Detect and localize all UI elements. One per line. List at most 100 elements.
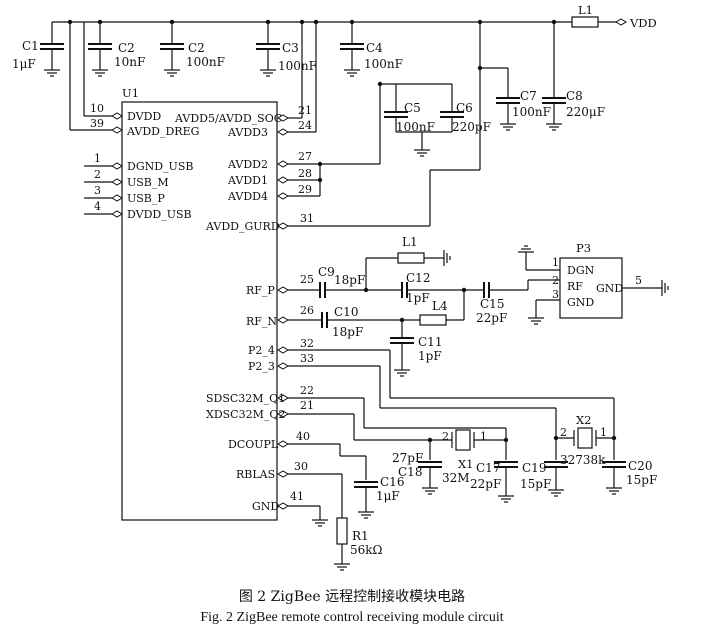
x1-pin-left: 2 — [442, 430, 449, 443]
c9-ref: C9 — [318, 265, 335, 279]
c2b-value: 100nF — [186, 55, 225, 69]
l1-rf-ref: L1 — [402, 235, 418, 249]
pin-name-avdd3: AVDD3 — [227, 126, 268, 139]
c1-ref: C1 — [22, 39, 39, 53]
pin-num-21b: 21 — [300, 399, 314, 412]
pin-name-xdsc32m-q2: XDSC32M_Q2 — [206, 408, 285, 421]
pin-num-21a: 21 — [298, 104, 312, 117]
x2-ref: X2 — [576, 413, 592, 427]
c16-value: 1μF — [376, 489, 400, 503]
figure-caption-cn: 图 2 ZigBee 远程控制接收模块电路 — [238, 589, 466, 605]
x1-ref: X1 — [458, 457, 474, 471]
x1-crystal — [277, 394, 519, 503]
pin-name-avdd-dreg: AVDD_DREG — [126, 125, 199, 138]
c7-ref: C7 — [520, 89, 537, 103]
c15-ref: C15 — [480, 297, 504, 311]
c12-value: 1pF — [406, 291, 430, 305]
pin-name-rf-p: RF_P — [246, 284, 275, 297]
pin-name-avdd2: AVDD2 — [227, 158, 268, 171]
pin-num-29: 29 — [298, 183, 312, 196]
c3-ref: C3 — [282, 41, 299, 55]
c10-ref: C10 — [334, 305, 358, 319]
r1-value: 56kΩ — [350, 543, 383, 557]
l4-ref: L4 — [432, 299, 448, 313]
p3-pin-2: 2 — [552, 274, 559, 287]
p3-pin-gnd-out: GND — [596, 282, 623, 295]
p2-lines — [277, 346, 614, 409]
p3-pin-5: 5 — [635, 274, 642, 287]
pin-name-p2-4: P2_4 — [248, 344, 275, 357]
c17-ref: C17 — [476, 461, 500, 475]
x2-value: 32738k — [560, 453, 606, 467]
pin-num-26: 26 — [300, 304, 314, 317]
circuit-schematic: L1 VDD — [12, 3, 669, 571]
pin-name-usb-m: USB_M — [127, 176, 169, 189]
c18-value: 27pF — [392, 451, 423, 465]
c4-value: 100nF — [364, 57, 403, 71]
pin-num-24: 24 — [298, 119, 312, 132]
c5-ref: C5 — [404, 101, 421, 115]
c11-value: 1pF — [418, 349, 442, 363]
pin-num-2: 2 — [94, 168, 101, 181]
c8-ref: C8 — [566, 89, 583, 103]
pin-num-41: 41 — [290, 490, 304, 503]
pin-num-30: 30 — [294, 460, 308, 473]
figure-caption-en: Fig. 2 ZigBee remote control receiving m… — [200, 610, 504, 625]
rf-network — [277, 250, 560, 377]
u1-right-power-pins — [277, 22, 481, 230]
pin-num-1: 1 — [94, 152, 101, 165]
c10-value: 18pF — [332, 325, 363, 339]
pin-name-dvdd: DVDD — [127, 110, 161, 123]
pin-num-27: 27 — [298, 150, 312, 163]
pin-num-31: 31 — [300, 212, 314, 225]
p3-ref: P3 — [576, 241, 591, 255]
pin-name-avdd1: AVDD1 — [227, 174, 268, 187]
c11-ref: C11 — [418, 335, 442, 349]
c12-ref: C12 — [406, 271, 430, 285]
pin-num-22: 22 — [300, 384, 314, 397]
pin-num-28: 28 — [298, 167, 312, 180]
u1-body — [121, 101, 278, 521]
u1-ref: U1 — [122, 86, 139, 100]
c17-value: 22pF — [470, 477, 501, 491]
u1-left-pins — [69, 22, 123, 218]
c16-ref: C16 — [380, 475, 404, 489]
c1-value: 1μF — [12, 57, 36, 71]
p3-pin-gnd: GND — [567, 296, 594, 309]
x2-pin-right: 1 — [600, 426, 607, 439]
pin-num-40: 40 — [296, 430, 310, 443]
pin-name-dcoupl: DCOUPL — [228, 438, 279, 451]
c18-ref: C18 — [398, 465, 422, 479]
r1-ref: R1 — [352, 529, 369, 543]
c7-value: 100nF — [512, 105, 551, 119]
c19-ref: C19 — [522, 461, 546, 475]
l1-top-ref: L1 — [578, 3, 593, 17]
c15-value: 22pF — [476, 311, 507, 325]
pin-name-dgnd-usb: DGND_USB — [127, 160, 193, 173]
pin-num-32: 32 — [300, 337, 314, 350]
pin-name-dvdd-usb: DVDD_USB — [127, 208, 192, 221]
p3-pin-3: 3 — [552, 288, 559, 301]
c3-value: 100nF — [278, 59, 317, 73]
vdd-label: VDD — [629, 16, 657, 30]
pin-num-39: 39 — [90, 117, 104, 130]
c4-ref: C4 — [366, 41, 383, 55]
c9-value: 18pF — [334, 273, 365, 287]
pin-num-25: 25 — [300, 273, 314, 286]
pin-num-4: 4 — [94, 200, 101, 213]
pin-name-gnd: GND — [252, 500, 279, 513]
c8-value: 220μF — [566, 105, 605, 119]
x2-crystal — [543, 398, 627, 497]
x2-pin-left: 2 — [560, 426, 567, 439]
x1-pin-right: 1 — [480, 430, 487, 443]
pin-name-avdd5: AVDD5/AVDD_SOC — [174, 112, 282, 125]
pin-name-rblas: RBLAS — [236, 468, 275, 481]
p3-connector — [518, 245, 669, 325]
p3-pin-1: 1 — [552, 256, 559, 269]
c6-ref: C6 — [456, 101, 473, 115]
p3-pin-rf: RF — [567, 280, 583, 293]
c20-value: 15pF — [626, 473, 657, 487]
pin-name-avdd4: AVDD4 — [227, 190, 268, 203]
pin-name-sdsc32m-q1: SDSC32M_Q1 — [206, 392, 285, 405]
bias-decoupling — [277, 440, 379, 571]
